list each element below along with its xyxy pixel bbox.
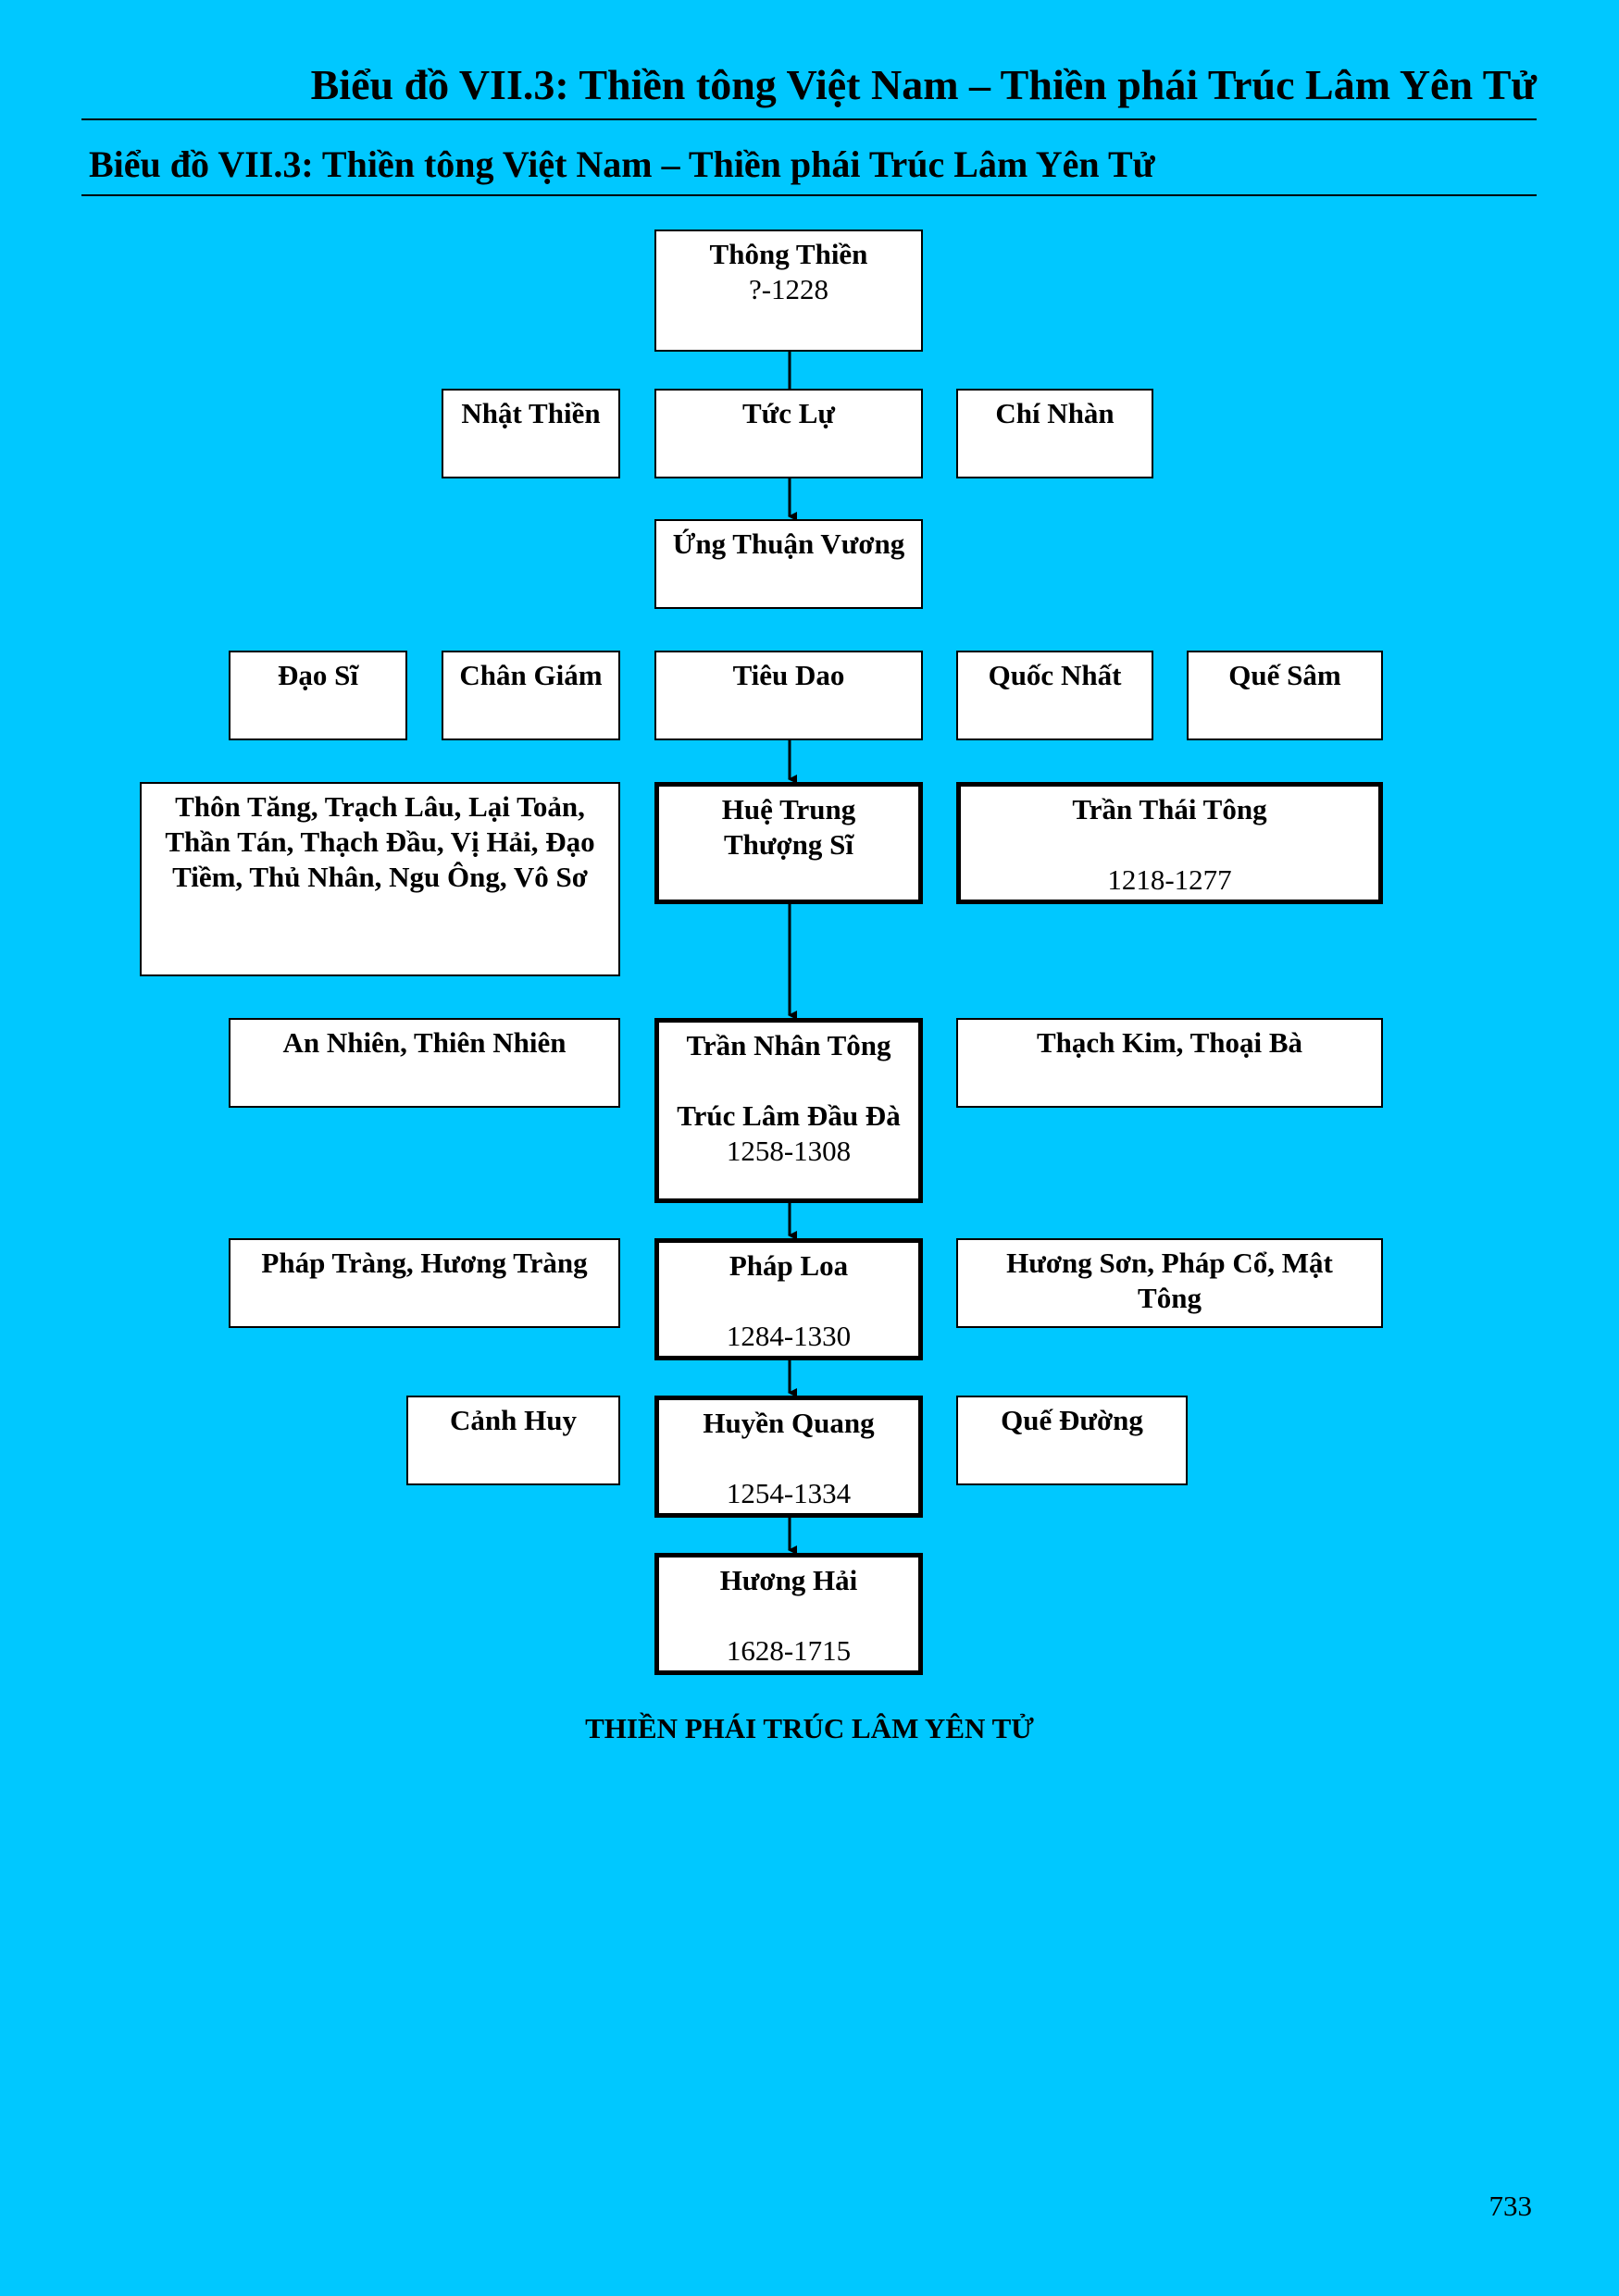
node-dao-si: Đạo Sĩ <box>229 651 407 740</box>
node-name: Thông Thiền <box>709 238 868 270</box>
node-name: Nhật Thiền <box>461 397 601 429</box>
node-dates: 1218-1277 <box>1107 863 1232 896</box>
node-name: Trần Nhân Tông <box>686 1029 891 1061</box>
node-que-duong: Quế Đường <box>956 1396 1188 1485</box>
node-name: Tiêu Dao <box>732 659 845 691</box>
node-huyen-quang: Huyền Quang 1254-1334 <box>654 1396 923 1518</box>
node-name: Đạo Sĩ <box>278 659 358 691</box>
node-name: Thạch Kim, Thoại Bà <box>1036 1026 1303 1059</box>
node-dates: 1258-1308 <box>726 1135 852 1167</box>
node-name: Tức Lự <box>741 397 836 429</box>
node-canh-huy: Cảnh Huy <box>406 1396 620 1485</box>
page-number: 733 <box>1488 2190 1533 2222</box>
node-line: Thần Tán, Thạch Đầu, Vị Hải, Đạo <box>165 825 595 858</box>
node-tran-thai-tong: Trần Thái Tông 1218-1277 <box>956 782 1383 904</box>
node-dates: 1628-1715 <box>726 1634 852 1667</box>
running-header: Biểu đồ VII.3: Thiền tông Việt Nam – Thi… <box>81 57 1537 120</box>
diagram-caption: THIỀN PHÁI TRÚC LÂM YÊN TỬ <box>585 1712 1034 1744</box>
node-chi-nhan: Chí Nhàn <box>956 389 1153 478</box>
node-title: Trúc Lâm Đầu Đà <box>677 1099 901 1132</box>
node-que-sam: Quế Sâm <box>1187 651 1383 740</box>
node-line: Tiềm, Thủ Nhân, Ngu Ông, Vô Sơ <box>172 861 588 893</box>
node-name: Pháp Loa <box>729 1249 849 1282</box>
node-ung-thuan-vuong: Ứng Thuận Vương <box>654 519 923 609</box>
node-line: Thôn Tăng, Trạch Lâu, Lại Toản, <box>175 790 585 823</box>
node-an-nhien: An Nhiên, Thiên Nhiên <box>229 1018 620 1108</box>
node-line: Thượng Sĩ <box>723 828 854 861</box>
node-name: Quốc Nhất <box>988 659 1122 691</box>
node-phap-loa: Pháp Loa 1284-1330 <box>654 1238 923 1360</box>
node-name: Ứng Thuận Vương <box>672 527 905 560</box>
chart-title: Biểu đồ VII.3: Thiền tông Việt Nam – Thi… <box>81 139 1537 196</box>
node-thach-kim: Thạch Kim, Thoại Bà <box>956 1018 1383 1108</box>
node-phap-trang: Pháp Tràng, Hương Tràng <box>229 1238 620 1328</box>
node-name: Trần Thái Tông <box>1072 793 1267 825</box>
node-dates: 1284-1330 <box>726 1320 852 1352</box>
node-dates: 1254-1334 <box>726 1477 852 1509</box>
node-name: Quế Sâm <box>1228 659 1341 691</box>
node-huong-son: Hương Sơn, Pháp Cổ, Mật Tông <box>956 1238 1383 1328</box>
node-name: Quế Đường <box>1001 1404 1143 1436</box>
node-hue-trung: Huệ Trung Thượng Sĩ <box>654 782 923 904</box>
node-huong-hai: Hương Hải 1628-1715 <box>654 1553 923 1675</box>
node-chan-giam: Chân Giám <box>442 651 620 740</box>
node-tieu-dao: Tiêu Dao <box>654 651 923 740</box>
node-line: Tông <box>1138 1282 1202 1314</box>
node-thon-tang-group: Thôn Tăng, Trạch Lâu, Lại Toản, Thần Tán… <box>140 782 620 976</box>
node-name: Chân Giám <box>459 659 603 691</box>
node-name: Pháp Tràng, Hương Tràng <box>261 1247 588 1279</box>
node-line: Huệ Trung <box>721 793 856 825</box>
node-dates: ?-1228 <box>748 273 829 305</box>
node-quoc-nhat: Quốc Nhất <box>956 651 1153 740</box>
node-name: Huyền Quang <box>703 1407 875 1439</box>
node-name: Hương Hải <box>719 1564 858 1596</box>
node-name: Chí Nhàn <box>995 397 1115 429</box>
node-name: An Nhiên, Thiên Nhiên <box>282 1026 567 1059</box>
node-tuc-lu: Tức Lự <box>654 389 923 478</box>
node-thong-thien: Thông Thiền ?-1228 <box>654 230 923 352</box>
node-nhat-thien: Nhật Thiền <box>442 389 620 478</box>
node-name: Cảnh Huy <box>450 1404 577 1436</box>
node-line: Hương Sơn, Pháp Cổ, Mật <box>1006 1247 1333 1279</box>
node-tran-nhan-tong: Trần Nhân Tông Trúc Lâm Đầu Đà 1258-1308 <box>654 1018 923 1203</box>
